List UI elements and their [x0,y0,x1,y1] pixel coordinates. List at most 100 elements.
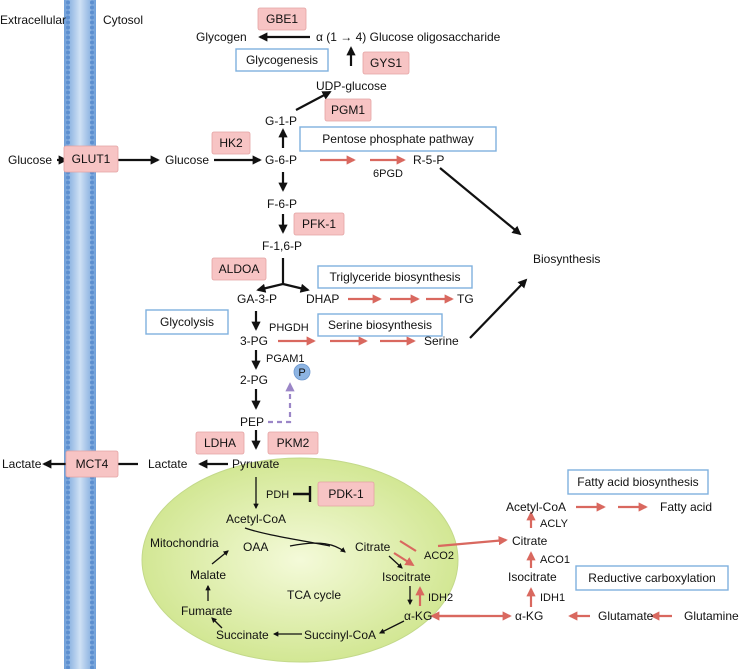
enzyme-gbe1-label: GBE1 [266,12,298,26]
enzyme-ldha: LDHA [195,431,245,455]
pathway-box-fatty-acid: Fatty acid biosynthesis [567,469,709,495]
metabolite-tg: TG [457,292,474,306]
enzyme-pgm1-label: PGM1 [331,103,365,117]
metabolite-lactate-out: Lactate [2,457,42,471]
metabolite-akg-cyto: α-KG [515,609,543,623]
metabolite-g1p: G-1-P [265,114,297,128]
enzyme-pdh: PDH [266,489,289,501]
pathway-box-serine: Serine biosynthesis [317,313,443,337]
cytosol-label: Cytosol [103,13,143,27]
enzyme-phgdh: PHGDH [269,322,309,334]
curve-acetylcoa-joins [244,527,331,547]
enzyme-glut1-label: GLUT1 [72,152,111,166]
enzyme-idh2: IDH2 [428,592,453,604]
pathway-triglyceride-label: Triglyceride biosynthesis [330,270,461,284]
pathway-box-triglyceride: Triglyceride biosynthesis [317,265,473,289]
metabolite-3pg: 3-PG [240,334,268,348]
metabolite-succinate: Succinate [216,628,269,642]
mitochondria-label: Mitochondria [150,536,219,550]
mitochondria-compartment [141,457,459,663]
arrow-r5p-to-biosynthesis [439,167,522,236]
enzyme-6pgd: 6PGD [373,168,403,180]
metabolite-dhap: DHAP [306,292,339,306]
arrow-akg-to-succinylcoa [379,620,405,634]
pathway-box-pentose: Pentose phosphate pathway [299,126,497,152]
arrow-oaa-acetylcoa-to-citrate [289,542,346,553]
metabolite-citrate-mito: Citrate [355,540,391,554]
cell-membrane [64,0,96,669]
metabolite-acetyl-coa-cyto: Acetyl-CoA [506,500,566,514]
enzyme-pkm2: PKM2 [267,431,319,455]
metabolite-glutamine: Glutamine [684,609,739,623]
metabolite-acetyl-coa-mito: Acetyl-CoA [226,512,286,526]
enzyme-pgm1: PGM1 [324,98,372,122]
metabolite-lactate-in: Lactate [148,457,188,471]
enzyme-pdk1-label: PDK-1 [328,487,364,501]
arrow-g1p-to-udpglucose [295,91,332,111]
metabolite-citrate-cyto: Citrate [512,534,548,548]
arrow-malate-to-oaa [211,550,229,565]
phospho-label: P [298,367,305,379]
enzyme-pdk1: PDK-1 [317,481,375,507]
arrow-citrate-to-isocitrate [388,555,403,569]
enzyme-aldoa: ALDOA [211,257,267,281]
enzyme-pkm2-label: PKM2 [277,436,310,450]
enzyme-hk2: HK2 [211,131,251,155]
pathway-reductive-label: Reductive carboxylation [588,571,715,585]
arrow-serine-to-biosynthesis [469,278,528,339]
enzyme-gbe1: GBE1 [257,7,307,31]
metabolite-serine: Serine [424,334,459,348]
enzyme-ldha-label: LDHA [204,436,236,450]
pathway-box-glycolysis: Glycolysis [145,309,229,335]
metabolite-oligosaccharide: α (1 → 4) Glucose oligosaccharide [316,30,501,44]
enzyme-gys1: GYS1 [362,51,410,75]
enzyme-acly: ACLY [540,518,569,530]
enzyme-idh1: IDH1 [540,592,565,604]
black-arrows [42,32,528,469]
enzyme-aco2: ACO2 [424,550,454,562]
arrow-f16p-to-dhap [282,282,310,293]
enzyme-mct4: MCT4 [65,450,119,478]
metabolite-oaa: OAA [243,540,268,554]
metabolite-2pg: 2-PG [240,373,268,387]
pathway-glycolysis-label: Glycolysis [160,315,214,329]
extracellular-label: Extracellular [0,13,66,27]
pathway-serine-label: Serine biosynthesis [328,318,432,332]
metabolite-pyruvate: Pyruvate [232,457,280,471]
enzyme-pfk1-label: PFK-1 [302,217,336,231]
metabolite-fatty-acid: Fatty acid [660,500,712,514]
pathway-glycogenesis-label: Glycogenesis [246,53,318,67]
pathway-fatty-acid-label: Fatty acid biosynthesis [577,475,698,489]
dashed-pep-phospho-arrow [268,382,295,424]
metabolite-glutamate: Glutamate [598,609,654,623]
arrow-succinate-to-fumarate [211,617,223,629]
pathway-box-reductive: Reductive carboxylation [575,565,729,591]
enzyme-aldoa-label: ALDOA [219,262,260,276]
aco2-forward [393,552,415,566]
arrow-citrate-export [437,536,508,548]
enzyme-glut1: GLUT1 [63,145,119,173]
metabolite-fumarate: Fumarate [181,604,233,618]
metabolite-ga3p: GA-3-P [237,292,277,306]
metabolite-f16p: F-1,6-P [262,239,302,253]
metabolite-malate: Malate [190,568,226,582]
metabolite-r5p: R-5-P [413,153,444,167]
enzyme-pfk1: PFK-1 [293,212,345,236]
aco2-back [399,540,417,552]
metabolite-glycogen: Glycogen [196,30,247,44]
metabolite-succinyl-coa: Succinyl-CoA [304,628,376,642]
metabolite-f6p: F-6-P [267,197,297,211]
enzyme-aco1: ACO1 [540,554,570,566]
metabolite-glucose-out: Glucose [8,153,52,167]
phospho-circle [293,363,311,381]
metabolite-isocitrate-mito: Isocitrate [382,570,431,584]
metabolite-pep: PEP [240,415,264,429]
metabolite-biosynthesis: Biosynthesis [533,252,600,266]
metabolite-udp-glucose: UDP-glucose [316,79,387,93]
metabolite-akg-mito: α-KG [404,609,432,623]
red-arrows [278,155,672,621]
tca-cycle-label: TCA cycle [287,588,341,602]
pathway-pentose-label: Pentose phosphate pathway [322,132,473,146]
enzyme-hk2-label: HK2 [219,136,243,150]
